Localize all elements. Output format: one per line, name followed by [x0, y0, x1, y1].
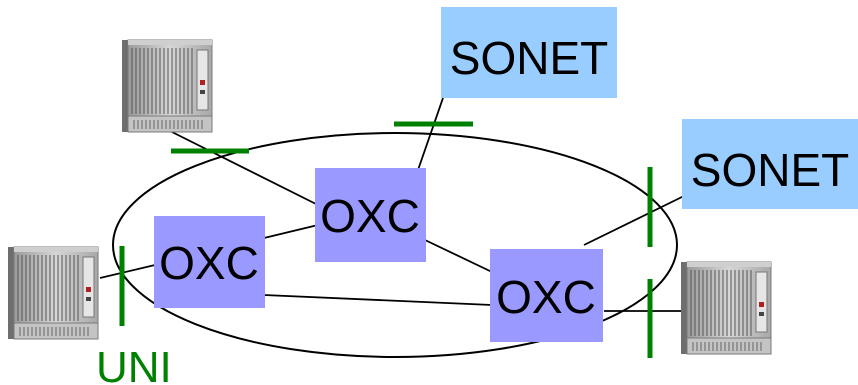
- sonet-node-right: SONET: [682, 119, 858, 209]
- oxc-center-label: OXC: [320, 190, 420, 242]
- rack-server-icon: [121, 39, 213, 133]
- link-oxc-center-to-sonet-top: [417, 97, 444, 171]
- link-oxc-center-to-oxc-right: [424, 239, 493, 273]
- rack-server-icon: [7, 246, 99, 340]
- uni-label: UNI: [96, 343, 172, 385]
- oxc-right-label: OXC: [496, 271, 596, 323]
- oxc-node-left: OXC: [154, 216, 265, 308]
- oxc-node-right: OXC: [490, 249, 603, 342]
- link-oxc-left-to-oxc-right: [263, 294, 493, 306]
- link-oxc-right-to-sonet-right: [583, 194, 687, 246]
- sonet-right-label: SONET: [691, 144, 849, 196]
- link-rack-topleft-to-oxc-center: [167, 129, 319, 206]
- link-rack-left-to-oxc-left: [99, 264, 156, 279]
- sonet-top-label: SONET: [450, 32, 608, 84]
- oxc-left-label: OXC: [159, 237, 259, 289]
- link-oxc-center-to-oxc-left: [263, 224, 319, 239]
- network-boundary-ellipse: [112, 132, 678, 358]
- rack-server-icon: [680, 261, 772, 355]
- oxc-node-center: OXC: [315, 168, 426, 262]
- sonet-node-top: SONET: [441, 7, 617, 98]
